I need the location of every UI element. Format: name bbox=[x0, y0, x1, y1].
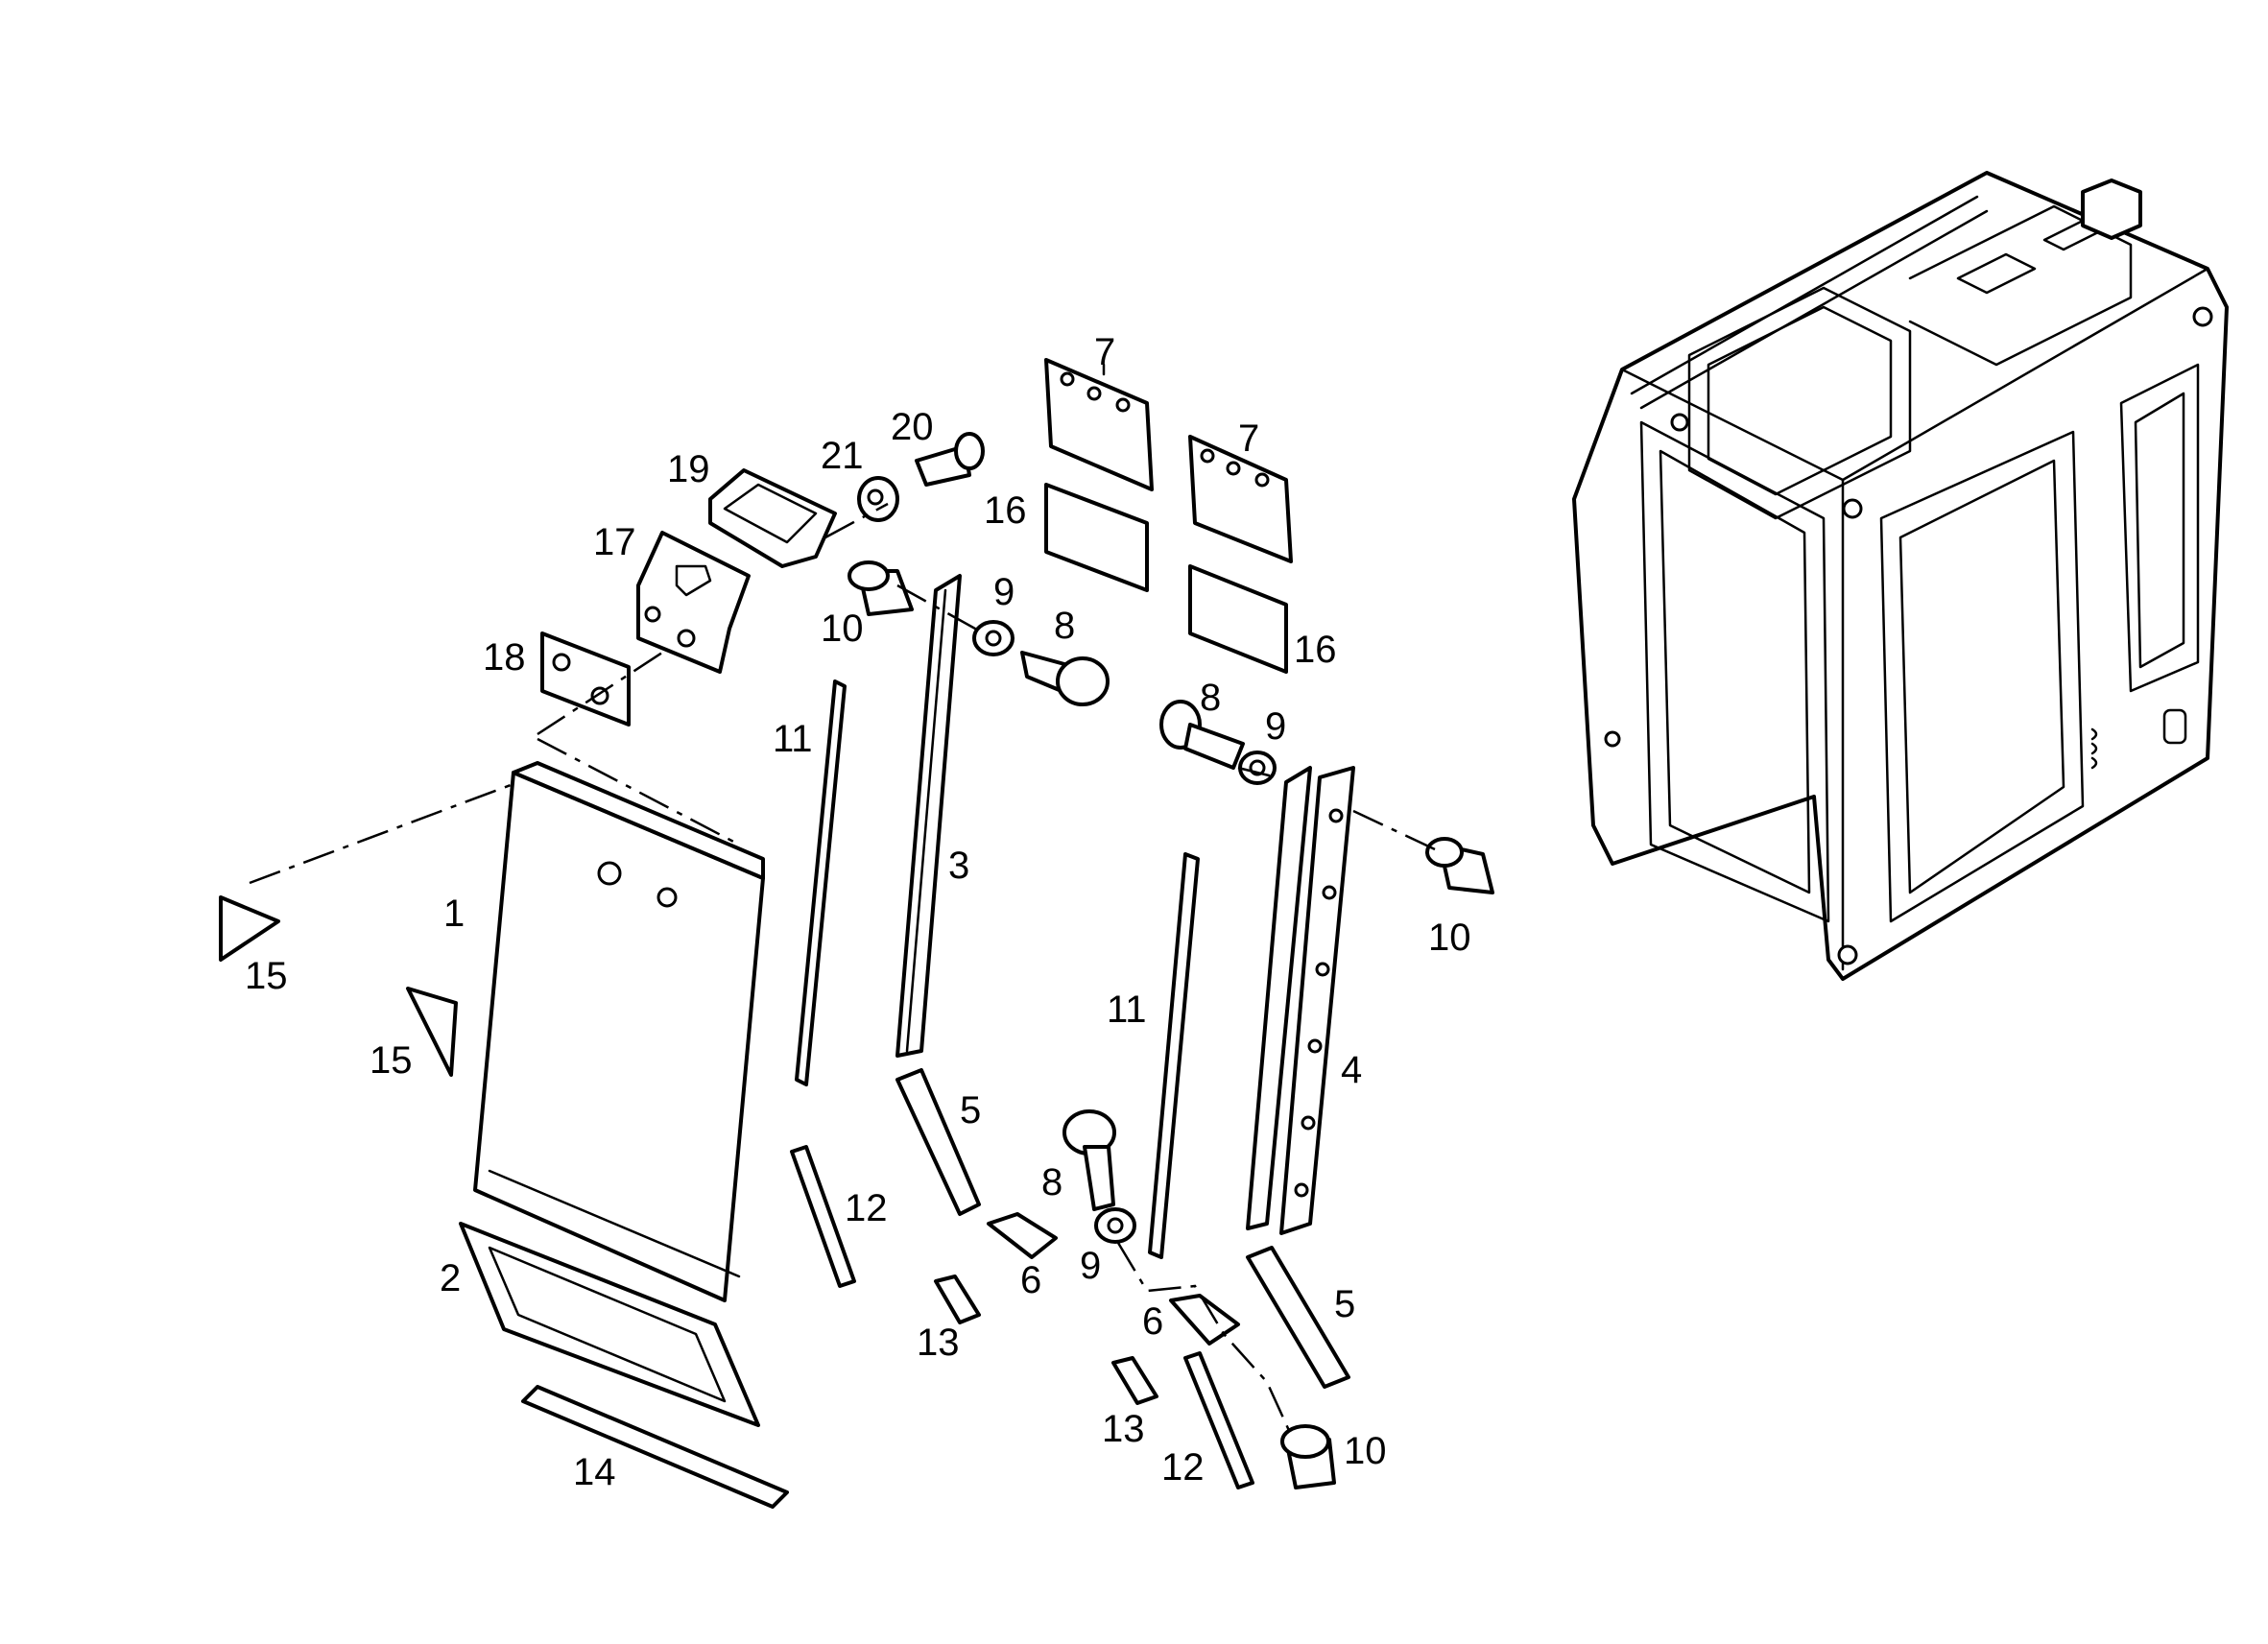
part-9-washer-a bbox=[972, 620, 1015, 656]
callout-15-lower: 15 bbox=[370, 1039, 413, 1082]
part-3-seal-strip bbox=[895, 574, 962, 1058]
assembly-lines bbox=[249, 502, 1436, 1436]
part-12-strip-left bbox=[790, 1145, 856, 1288]
callout-10-b: 10 bbox=[1428, 917, 1471, 959]
part-10-spacer-bottom bbox=[1280, 1424, 1336, 1489]
callout-5-right: 5 bbox=[1334, 1283, 1355, 1325]
callout-4: 4 bbox=[1341, 1049, 1362, 1091]
part-15-triangle-lower bbox=[406, 987, 458, 1077]
callout-13-left: 13 bbox=[917, 1322, 960, 1364]
part-4-seal-rail bbox=[1246, 766, 1355, 1235]
callout-8-c: 8 bbox=[1041, 1161, 1062, 1203]
part-8-screw-b bbox=[1159, 700, 1245, 770]
part-13-pad-right bbox=[1111, 1356, 1158, 1405]
callout-9-c: 9 bbox=[1080, 1245, 1101, 1287]
part-1-glass-panel bbox=[473, 761, 765, 1302]
callout-18: 18 bbox=[483, 636, 526, 679]
part-17-bracket bbox=[636, 531, 751, 674]
callout-12-left: 12 bbox=[845, 1187, 888, 1229]
part-10-spacer-right bbox=[1425, 837, 1494, 894]
callout-5-left: 5 bbox=[960, 1089, 981, 1132]
part-8-screw-c bbox=[1062, 1109, 1116, 1211]
callout-17: 17 bbox=[593, 521, 636, 563]
callout-15-upper: 15 bbox=[245, 955, 288, 997]
part-10-spacer-left bbox=[848, 560, 914, 616]
part-6-clip-right bbox=[1169, 1294, 1240, 1346]
cab-frame bbox=[1572, 171, 2229, 981]
callout-21: 21 bbox=[821, 435, 864, 477]
callout-10-c: 10 bbox=[1344, 1430, 1387, 1472]
part-15-triangle-upper bbox=[219, 895, 280, 962]
part-16-plate-left bbox=[1044, 483, 1149, 592]
part-21-washer bbox=[857, 476, 899, 522]
part-19-latch bbox=[708, 468, 837, 568]
callout-6-left: 6 bbox=[1020, 1259, 1041, 1301]
callout-11-right: 11 bbox=[1107, 989, 1147, 1031]
callout-8-b: 8 bbox=[1200, 677, 1221, 719]
callout-11-left: 11 bbox=[773, 718, 813, 760]
callouts: 1 2 3 4 5 5 6 6 7 7 8 8 8 9 9 9 10 10 10… bbox=[245, 331, 1471, 1493]
callout-6-right: 6 bbox=[1142, 1300, 1163, 1343]
part-6-clip-left bbox=[987, 1212, 1058, 1259]
part-20-bolt bbox=[915, 432, 985, 487]
part-8-screw-a bbox=[1020, 651, 1110, 706]
part-5-bracket-right bbox=[1246, 1246, 1350, 1389]
part-16-plate-right bbox=[1188, 564, 1288, 674]
callout-16-right: 16 bbox=[1294, 629, 1337, 671]
callout-1: 1 bbox=[443, 893, 465, 935]
part-7-plate-left bbox=[1044, 358, 1154, 491]
part-13-pad-left bbox=[934, 1275, 981, 1324]
callout-9-b: 9 bbox=[1265, 705, 1286, 748]
callout-2: 2 bbox=[440, 1257, 461, 1299]
callout-16-left: 16 bbox=[984, 489, 1027, 532]
part-14-bottom-strip bbox=[521, 1385, 789, 1509]
part-5-bracket-left bbox=[895, 1068, 981, 1216]
callout-3: 3 bbox=[948, 845, 969, 887]
part-18-plate bbox=[540, 631, 631, 727]
callout-13-right: 13 bbox=[1102, 1408, 1145, 1450]
part-9-washer-c bbox=[1094, 1207, 1136, 1244]
part-7-plate-right bbox=[1188, 435, 1293, 563]
part-9-washer-b bbox=[1238, 751, 1277, 785]
part-2-lower-frame bbox=[459, 1222, 760, 1427]
callout-8-a: 8 bbox=[1054, 605, 1075, 647]
part-12-strip-right bbox=[1183, 1351, 1254, 1489]
callout-7-right: 7 bbox=[1238, 417, 1259, 460]
callout-20: 20 bbox=[891, 406, 934, 448]
part-11-strip-left bbox=[795, 679, 847, 1086]
part-11-strip-right bbox=[1148, 852, 1200, 1259]
callout-14: 14 bbox=[573, 1451, 616, 1493]
callout-19: 19 bbox=[667, 448, 710, 490]
callout-7-left: 7 bbox=[1094, 331, 1115, 373]
callout-12-right: 12 bbox=[1161, 1446, 1205, 1489]
callout-10-a: 10 bbox=[821, 608, 864, 650]
callout-9-a: 9 bbox=[993, 571, 1015, 613]
